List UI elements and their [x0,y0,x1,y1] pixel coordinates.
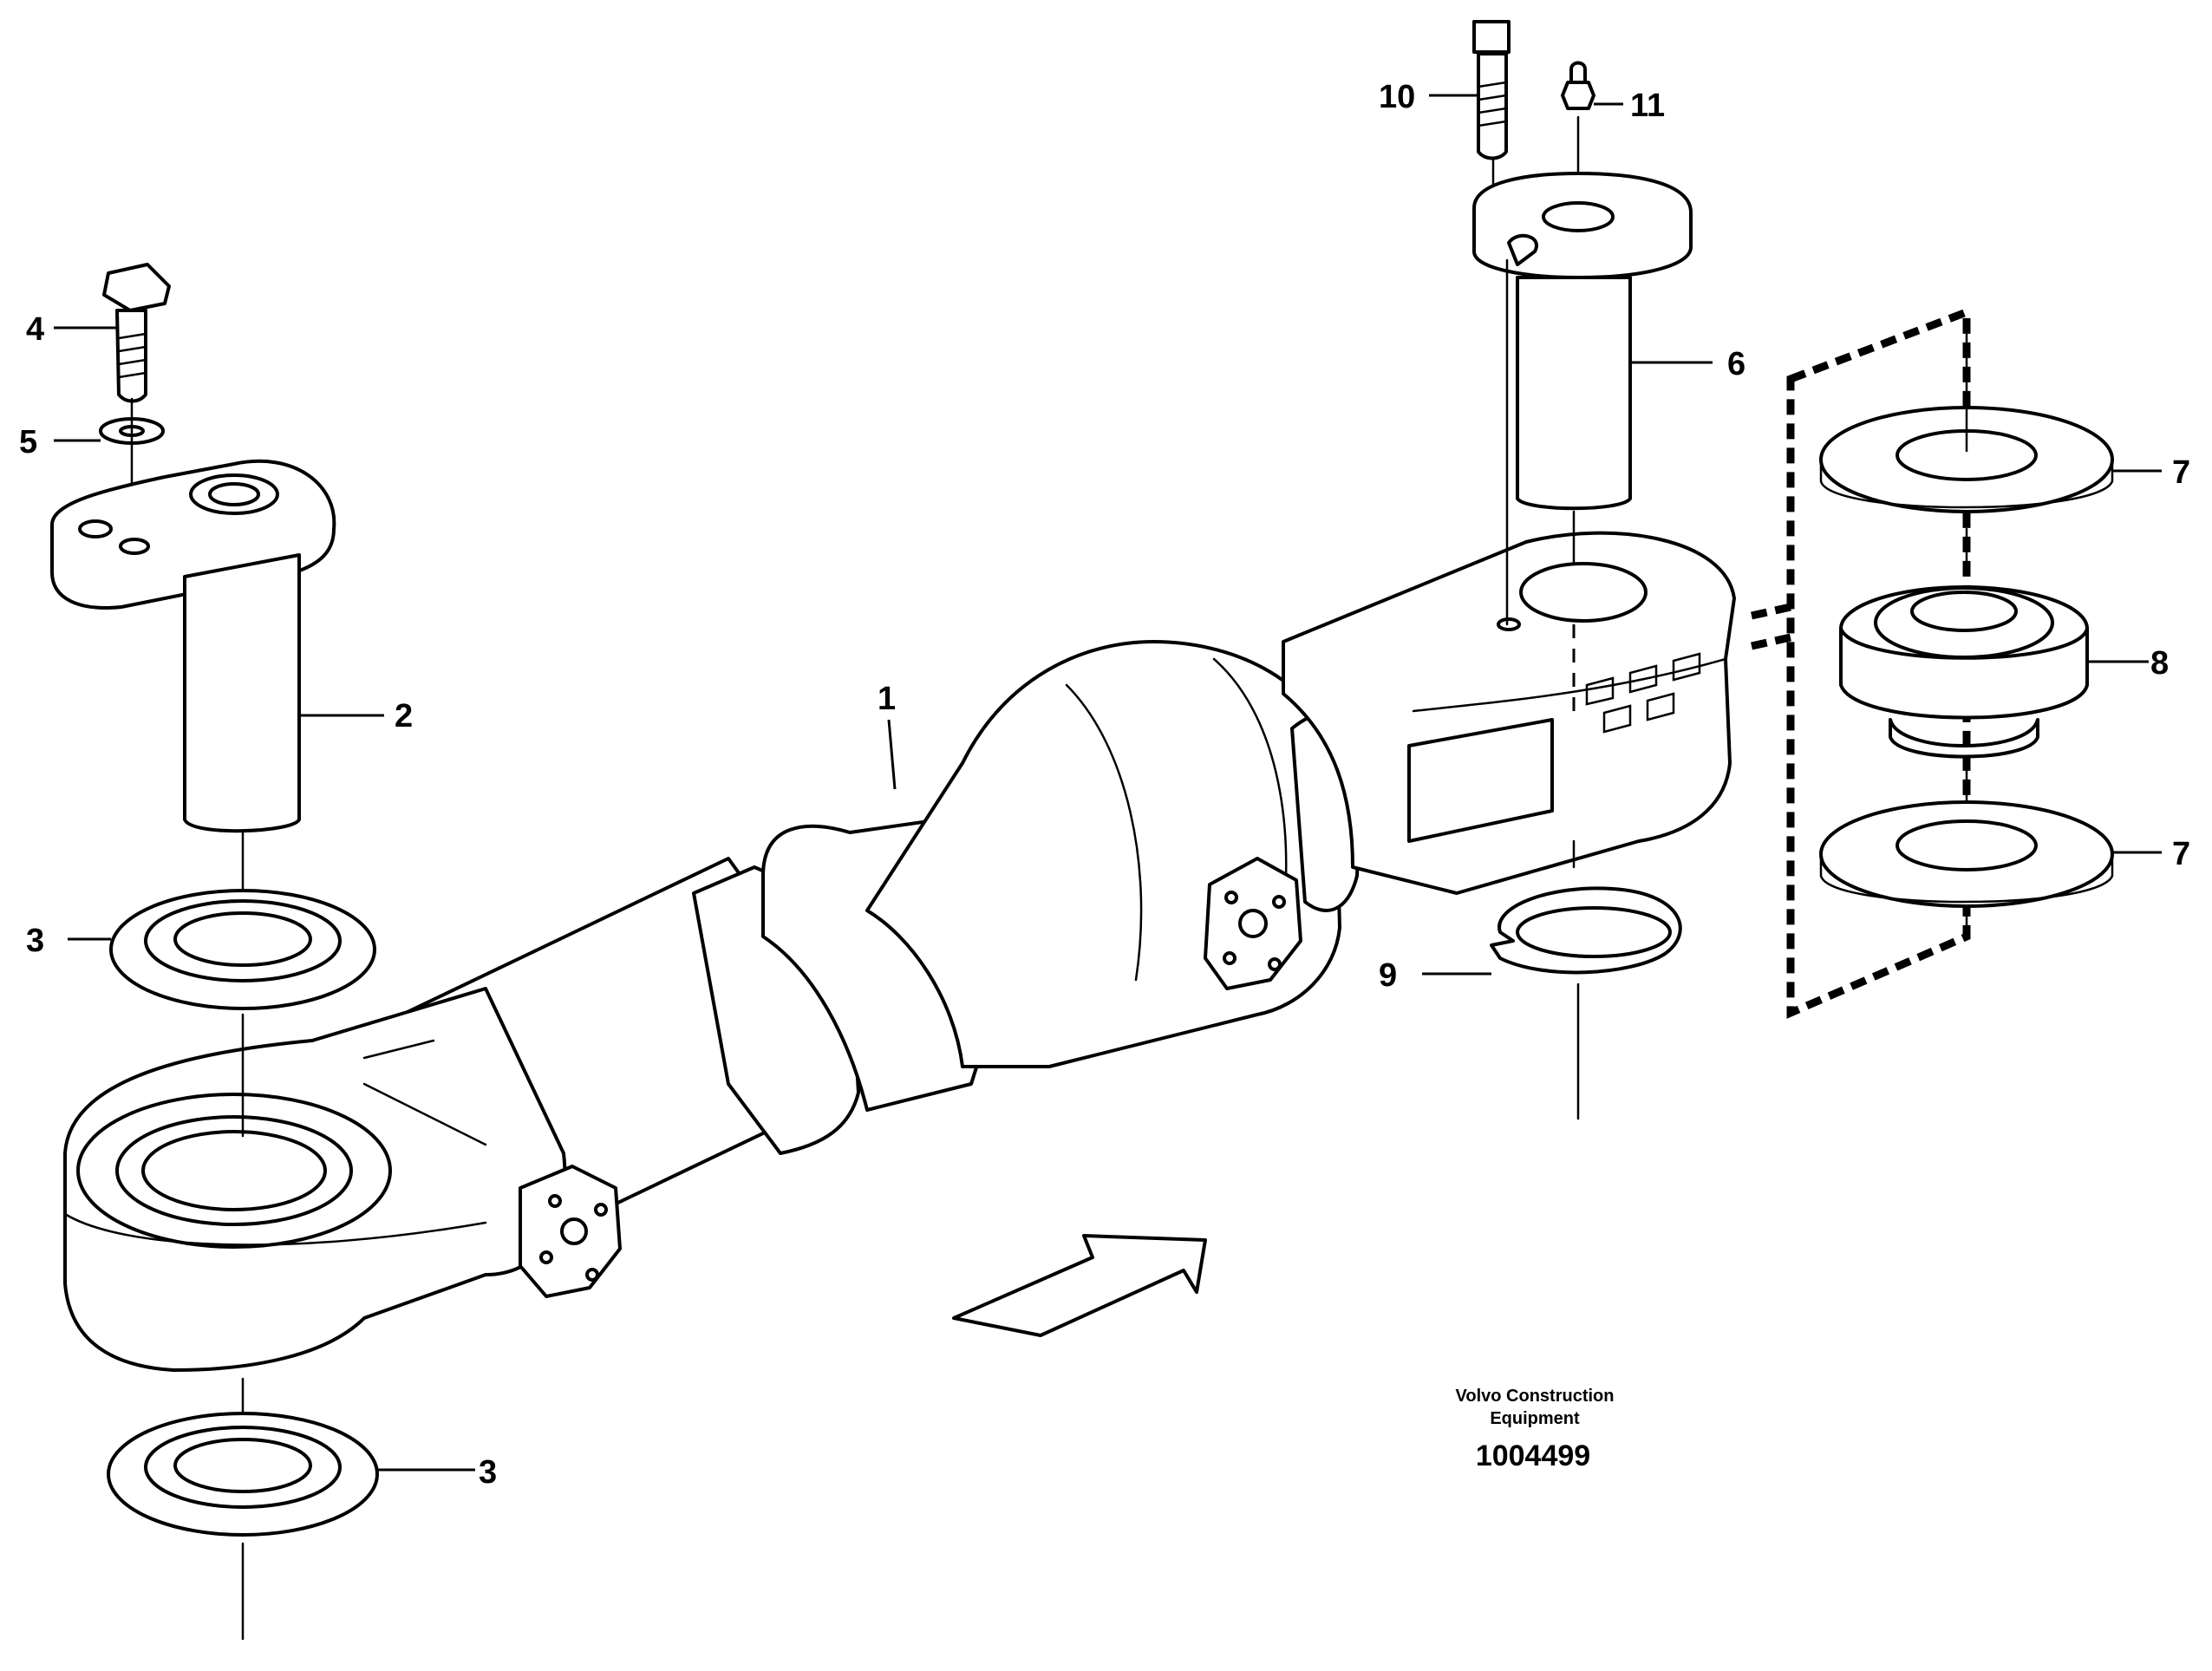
callout-3-lower: 3 [479,1454,497,1491]
bearing-kit-group [1751,306,2114,1019]
company-name-line2: Equipment [1490,1409,1580,1428]
callout-8: 8 [2150,645,2169,682]
leader-lines [54,94,2162,1472]
callout-5: 5 [19,424,37,460]
company-name-line1: Volvo Construction [1456,1387,1615,1406]
clevis-slot-marks [1585,652,1701,734]
callout-2: 2 [395,698,413,734]
callout-7-lower: 7 [2172,836,2190,872]
left-pin-assembly [50,263,379,1641]
right-pin-assembly [1472,20,1693,1120]
drawing-footer: Volvo Construction Equipment 1004499 [1456,1387,1615,1472]
callout-11: 11 [1630,88,1665,124]
callout-6: 6 [1727,346,1745,382]
hydraulic-cylinder [63,531,1736,1372]
callout-4: 4 [26,311,44,348]
callout-7-upper: 7 [2172,454,2190,491]
drawing-number: 1004499 [1476,1439,1590,1472]
callout-9: 9 [1379,957,1397,994]
direction-arrow [952,1234,1207,1337]
callout-3-upper: 3 [26,923,44,959]
callout-10: 10 [1379,79,1415,115]
callout-labels: 1 2 3 3 4 5 6 7 7 8 9 10 11 [19,79,2190,1491]
callout-1: 1 [878,681,896,717]
